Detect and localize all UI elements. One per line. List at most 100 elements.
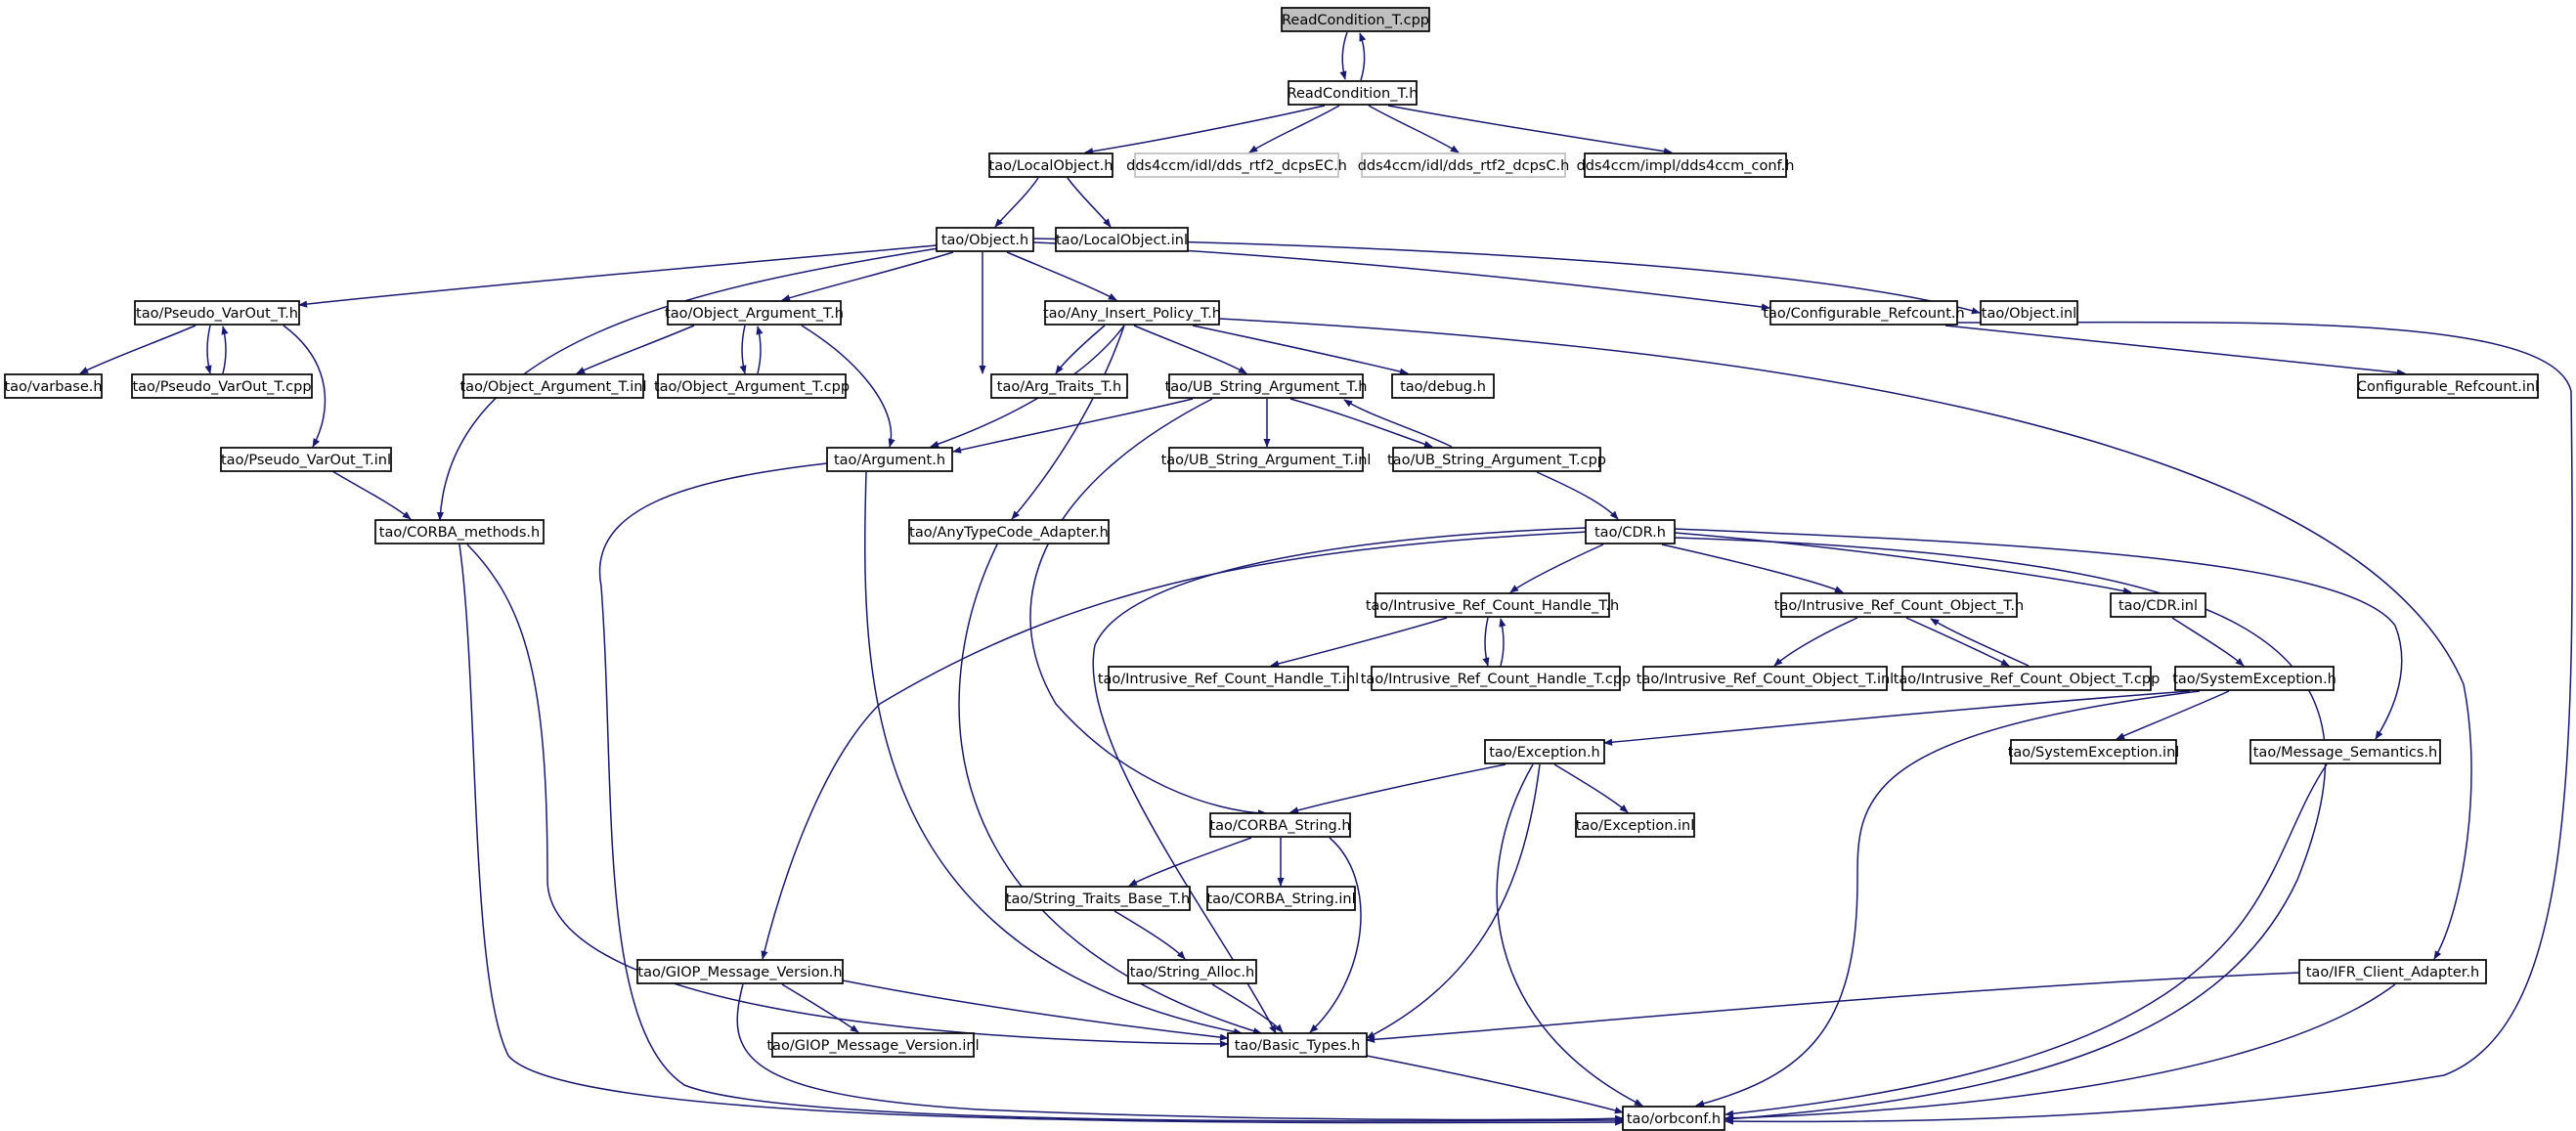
- node-box: [134, 300, 300, 326]
- node-sysexc-inl[interactable]: tao/SystemException.inl: [2008, 739, 2180, 764]
- node-ubstr-h[interactable]: tao/UB_String_Argument_T.h: [1165, 373, 1368, 399]
- node-box: [1044, 300, 1220, 326]
- node-pseudo-inl[interactable]: tao/Pseudo_VarOut_T.inl: [220, 447, 392, 472]
- node-stralloc[interactable]: tao/String_Alloc.h: [1127, 959, 1257, 984]
- node-label: ReadCondition_T.cpp: [1282, 13, 1429, 28]
- edge-anyins-h-to-debug: [1192, 325, 1409, 375]
- node-argtraits[interactable]: tao/Arg_Traits_T.h: [990, 373, 1128, 399]
- node-irco-h[interactable]: tao/Intrusive_Ref_Count_Object_T.h: [1774, 592, 2024, 618]
- node-box: [2174, 666, 2335, 691]
- node-pseudo-cpp[interactable]: tao/Pseudo_VarOut_T.cpp: [131, 373, 313, 399]
- node-objarg-inl[interactable]: tao/Object_Argument_T.inl: [460, 373, 647, 399]
- edge-ubstr-h-to-ubstr-cpp: [1289, 398, 1433, 448]
- edge-msgsem-to-orbconf: [1725, 763, 2328, 1117]
- node-box: [1371, 666, 1621, 691]
- node-irch-inl[interactable]: tao/Intrusive_Ref_Count_Handle_T.inl: [1098, 666, 1359, 691]
- edge-anyins-h-to-anytc: [1011, 325, 1125, 520]
- edge-object-h-to-corba-methods: [436, 247, 939, 521]
- node-varbase[interactable]: tao/varbase.h: [4, 373, 103, 399]
- node-box: [1005, 886, 1191, 911]
- node-box: [374, 519, 545, 544]
- node-dcpsc[interactable]: dds4ccm/idl/dds_rtf2_dcpsC.h: [1358, 152, 1570, 178]
- node-irco-inl[interactable]: tao/Intrusive_Ref_Count_Object_T.inl: [1637, 666, 1894, 691]
- edge-irch-h-to-irch-cpp: [1482, 617, 1490, 667]
- node-label: tao/Pseudo_VarOut_T.h: [136, 306, 298, 322]
- node-ubstr-inl[interactable]: tao/UB_String_Argument_T.inl: [1161, 447, 1372, 472]
- node-ifr[interactable]: tao/IFR_Client_Adapter.h: [2298, 959, 2487, 984]
- node-box: [220, 447, 392, 472]
- node-label: tao/Argument.h: [834, 453, 945, 468]
- node-irch-h[interactable]: tao/Intrusive_Ref_Count_Handle_T.h: [1366, 592, 1619, 618]
- node-corbastr-inl[interactable]: tao/CORBA_String.inl: [1206, 886, 1356, 911]
- node-box: [2249, 739, 2441, 764]
- node-anytc[interactable]: tao/AnyTypeCode_Adapter.h: [908, 519, 1110, 544]
- node-local-obj[interactable]: tao/LocalObject.h: [988, 152, 1113, 178]
- node-label: tao/CDR.h: [1594, 525, 1666, 541]
- node-label: tao/Intrusive_Ref_Count_Handle_T.cpp: [1361, 672, 1631, 687]
- node-label: tao/Pseudo_VarOut_T.cpp: [132, 379, 311, 395]
- edge-local-obj-to-local-obj-inl: [1067, 177, 1112, 228]
- node-box: [1209, 812, 1351, 838]
- node-label: tao/Intrusive_Ref_Count_Object_T.inl: [1637, 672, 1894, 687]
- node-label: tao/Exception.inl: [1576, 818, 1695, 834]
- node-anyins-h[interactable]: tao/Any_Insert_Policy_T.h: [1043, 300, 1221, 326]
- node-rc-cpp[interactable]: ReadCondition_T.cpp: [1281, 7, 1430, 32]
- node-ubstr-cpp[interactable]: tao/UB_String_Argument_T.cpp: [1387, 447, 1606, 472]
- node-exc-h[interactable]: tao/Exception.h: [1484, 739, 1605, 764]
- node-objarg-cpp[interactable]: tao/Object_Argument_T.cpp: [654, 373, 850, 399]
- node-label: tao/Intrusive_Ref_Count_Handle_T.inl: [1098, 672, 1359, 687]
- node-label: tao/CDR.inl: [2118, 598, 2198, 614]
- edge-rc-h-to-rc-cpp: [1359, 32, 1367, 81]
- node-label: tao/GIOP_Message_Version.inl: [766, 1038, 979, 1054]
- node-corba-methods[interactable]: tao/CORBA_methods.h: [374, 519, 545, 544]
- node-cdr-h[interactable]: tao/CDR.h: [1585, 519, 1676, 544]
- edge-anyins-h-to-argtraits: [1055, 325, 1106, 374]
- node-object-h[interactable]: tao/Object.h: [936, 227, 1034, 252]
- node-local-obj-inl[interactable]: tao/LocalObject.inl: [1055, 227, 1189, 252]
- node-irco-cpp[interactable]: tao/Intrusive_Ref_Count_Object_T.cpp: [1894, 666, 2161, 691]
- node-label: tao/orbconf.h: [1627, 1111, 1721, 1127]
- node-object-inl[interactable]: tao/Object.inl: [1980, 300, 2078, 326]
- node-box: [2110, 592, 2206, 618]
- node-irch-cpp[interactable]: tao/Intrusive_Ref_Count_Handle_T.cpp: [1361, 666, 1631, 691]
- node-debug[interactable]: tao/debug.h: [1391, 373, 1495, 399]
- node-label: tao/Object_Argument_T.inl: [460, 379, 647, 395]
- node-corbastr-h[interactable]: tao/CORBA_String.h: [1209, 812, 1351, 838]
- node-box: [1108, 666, 1349, 691]
- node-label: tao/String_Traits_Base_T.h: [1006, 892, 1190, 907]
- node-rc-h[interactable]: ReadCondition_T.h: [1288, 80, 1419, 106]
- edges-layer: [79, 31, 2573, 1126]
- edge-local-obj-to-object-h: [994, 177, 1039, 228]
- node-box: [1288, 80, 1418, 106]
- node-box: [1055, 227, 1189, 252]
- node-pseudo-h[interactable]: tao/Pseudo_VarOut_T.h: [134, 300, 300, 326]
- node-argument-h[interactable]: tao/Argument.h: [826, 447, 953, 472]
- node-exc-inl[interactable]: tao/Exception.inl: [1575, 812, 1695, 838]
- node-objarg-h[interactable]: tao/Object_Argument_T.h: [665, 300, 844, 326]
- node-label: tao/LocalObject.inl: [1056, 233, 1188, 248]
- node-cfgref-h[interactable]: tao/Configurable_Refcount.h: [1763, 300, 1965, 326]
- node-box: [1585, 519, 1676, 544]
- node-box: [1375, 592, 1610, 618]
- node-orbconf[interactable]: tao/orbconf.h: [1622, 1106, 1725, 1131]
- node-label: tao/String_Alloc.h: [1130, 965, 1254, 980]
- node-strtraits[interactable]: tao/String_Traits_Base_T.h: [1005, 886, 1191, 911]
- node-label: tao/AnyTypeCode_Adapter.h: [909, 525, 1109, 541]
- edge-corbastr-h-to-basic: [1309, 837, 1362, 1033]
- node-dcpsec[interactable]: dds4ccm/idl/dds_rtf2_dcpsEC.h: [1126, 152, 1347, 178]
- edge-ubstr-h-to-corbastr-h: [1029, 398, 1267, 817]
- node-cdr-inl[interactable]: tao/CDR.inl: [2110, 592, 2206, 618]
- node-box: [1622, 1106, 1725, 1131]
- node-ccmconf[interactable]: dds4ccm/impl/dds4ccm_conf.h: [1577, 152, 1795, 178]
- node-giop-inl[interactable]: tao/GIOP_Message_Version.inl: [766, 1032, 980, 1058]
- node-msgsem[interactable]: tao/Message_Semantics.h: [2249, 739, 2441, 764]
- edge-exc-h-to-exc-inl: [1553, 763, 1629, 813]
- node-sysexc-h[interactable]: tao/SystemException.h: [2172, 666, 2336, 691]
- node-basic[interactable]: tao/Basic_Types.h: [1227, 1032, 1368, 1058]
- edge-object-h-to-cfgref-h: [1032, 241, 1770, 311]
- edge-cdr-h-to-irch-h: [1509, 544, 1604, 593]
- node-box: [2010, 739, 2177, 764]
- node-giop-h[interactable]: tao/GIOP_Message_Version.h: [636, 959, 844, 984]
- node-cfgref-inl[interactable]: Configurable_Refcount.inl: [2357, 373, 2539, 399]
